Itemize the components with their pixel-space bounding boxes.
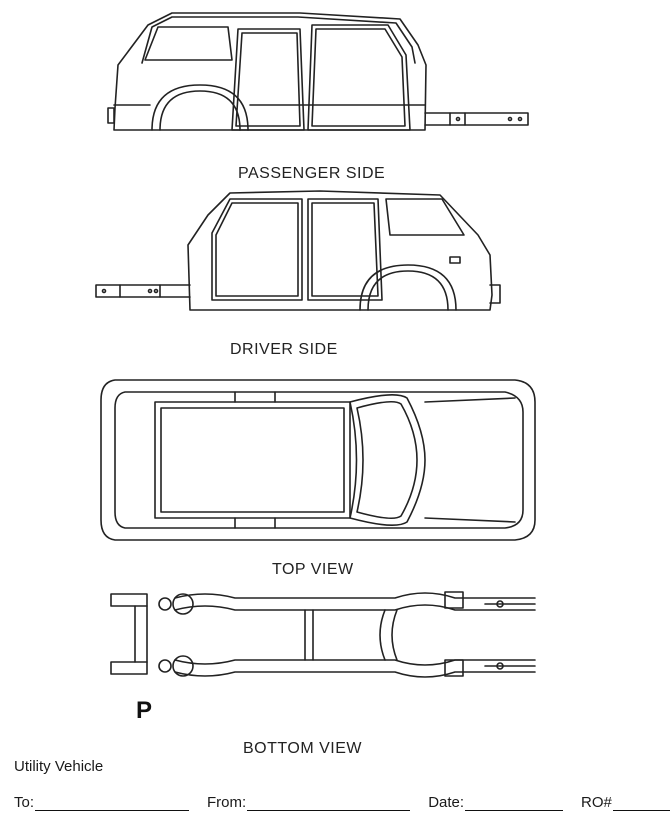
front-marker: P bbox=[136, 697, 153, 724]
top-view-diagram bbox=[100, 379, 536, 541]
to-field: To: bbox=[14, 794, 190, 811]
bottom-view-caption: BOTTOM VIEW bbox=[243, 740, 362, 757]
routing-form: To: From: Date: RO# bbox=[14, 794, 670, 811]
from-input-line[interactable] bbox=[247, 796, 411, 811]
date-field: Date: bbox=[428, 794, 564, 811]
ro-input-line[interactable] bbox=[612, 796, 670, 811]
from-field: From: bbox=[207, 794, 411, 811]
passenger-side-diagram bbox=[107, 12, 529, 131]
driver-side-caption: DRIVER SIDE bbox=[230, 341, 338, 358]
ro-label: RO# bbox=[581, 794, 612, 811]
bottom-view-diagram bbox=[110, 591, 536, 678]
ro-field: RO# bbox=[581, 794, 670, 811]
to-input-line[interactable] bbox=[35, 796, 190, 811]
to-label: To: bbox=[14, 794, 35, 811]
passenger-side-caption: PASSENGER SIDE bbox=[238, 165, 386, 182]
vehicle-type-label: Utility Vehicle bbox=[14, 758, 104, 775]
from-label: From: bbox=[207, 794, 247, 811]
top-view-caption: TOP VIEW bbox=[272, 561, 354, 578]
driver-side-diagram bbox=[95, 190, 501, 311]
date-label: Date: bbox=[428, 794, 465, 811]
date-input-line[interactable] bbox=[465, 796, 564, 811]
